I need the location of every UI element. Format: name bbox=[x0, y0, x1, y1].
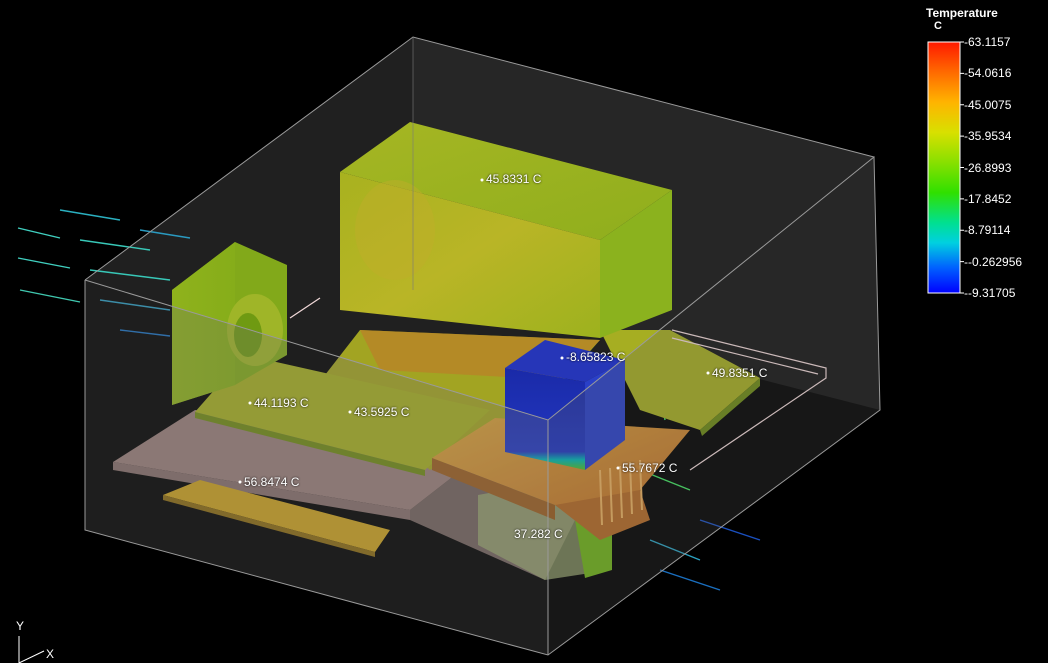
legend-tick-label: -26.8993 bbox=[964, 160, 1012, 175]
legend-tick-label: --9.31705 bbox=[964, 286, 1016, 300]
enclosure-front bbox=[84, 36, 881, 656]
probe-label-left-board: 44.1193 C bbox=[254, 396, 309, 410]
probe-label-bottom-block: 37.282 C bbox=[514, 527, 563, 541]
probe-label-right-board: 49.8351 C bbox=[712, 366, 768, 380]
probe-label-top-block: 45.8331 C bbox=[486, 172, 542, 186]
probe-label-lower-plate: 56.8474 C bbox=[244, 475, 300, 489]
top-block[interactable] bbox=[340, 122, 672, 338]
legend-tick-label: -35.9534 bbox=[964, 129, 1012, 144]
legend-tick-label: -17.8452 bbox=[964, 191, 1012, 206]
probe-label-chip: -8.65823 C bbox=[566, 350, 626, 364]
legend-tick-label: -8.79114 bbox=[964, 223, 1011, 238]
axis-label-y: Y bbox=[16, 619, 25, 633]
legend-tick-label: -45.0075 bbox=[964, 97, 1012, 112]
legend-title: Temperature bbox=[926, 6, 998, 20]
legend-unit: C bbox=[934, 20, 942, 32]
probe-markers bbox=[238, 178, 710, 484]
right-board[interactable] bbox=[600, 330, 760, 436]
bottom-board[interactable] bbox=[163, 480, 390, 557]
legend-colorbar bbox=[927, 41, 961, 294]
probe-label-heatsink: 55.7672 C bbox=[622, 461, 678, 475]
axis-label-x: X bbox=[46, 647, 55, 661]
legend-tick-label: -63.1157 bbox=[964, 35, 1011, 49]
legend-tick-label: --0.262956 bbox=[964, 254, 1023, 269]
left-board[interactable] bbox=[195, 355, 490, 476]
heatsink[interactable] bbox=[432, 418, 690, 540]
legend-tick-label: -54.0616 bbox=[964, 66, 1012, 81]
duct-outline bbox=[289, 297, 827, 471]
chip-block[interactable] bbox=[505, 340, 625, 470]
probe-label-mid-board: 43.5925 C bbox=[354, 405, 410, 419]
axis-triad bbox=[18, 636, 45, 663]
